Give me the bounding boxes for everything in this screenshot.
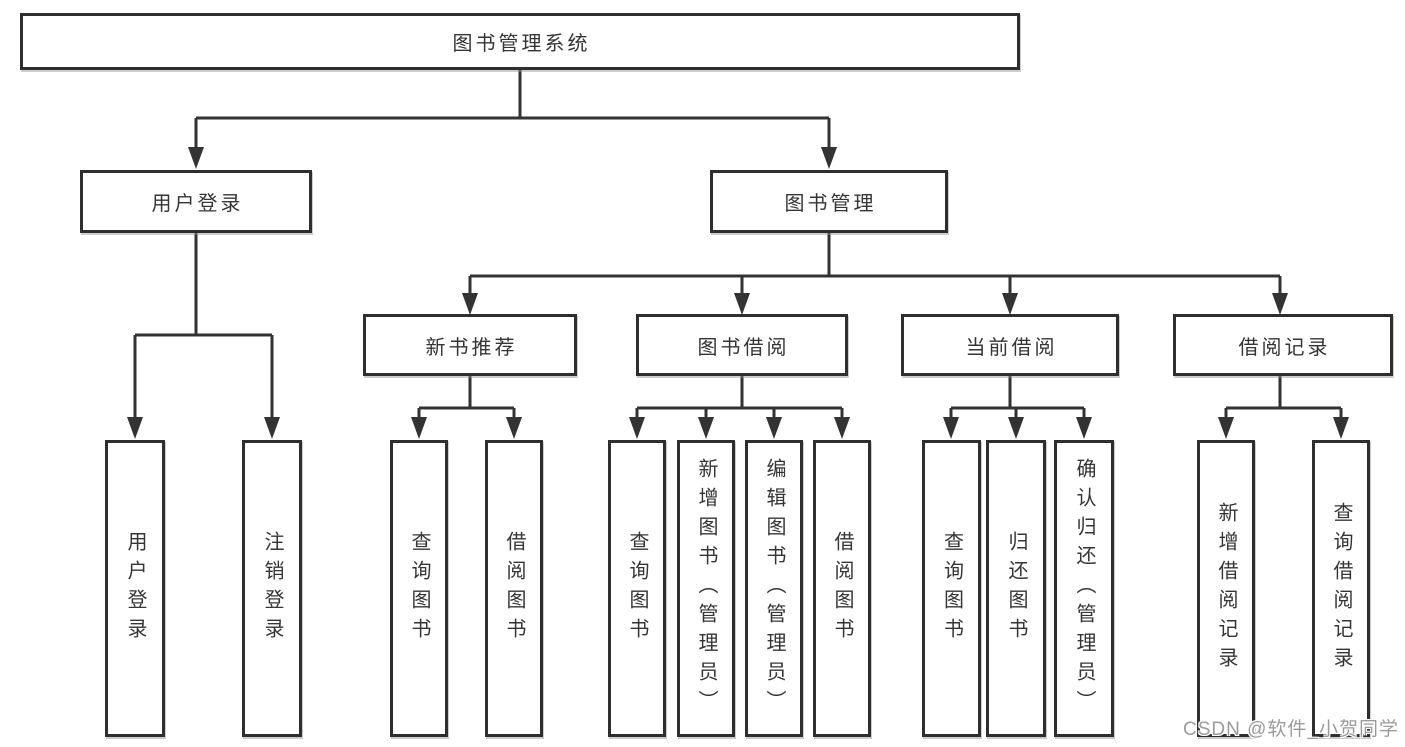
node-label: 查询借阅记录 <box>1330 501 1352 676</box>
leaf-edit-books-admin: 编辑图书（管理员） <box>745 440 803 737</box>
node-label: 查询图书 <box>940 530 963 647</box>
arrowhead-icons <box>127 147 1349 439</box>
node-label: 新增借阅记录 <box>1215 501 1237 676</box>
leaf-borrow-books-recommend: 借阅图书 <box>485 440 543 737</box>
leaf-add-borrow-record: 新增借阅记录 <box>1197 440 1255 737</box>
node-label: 借阅图书 <box>831 530 853 647</box>
node-label: 注销登录 <box>261 530 283 647</box>
leaf-query-books-recommend: 查询图书 <box>390 440 448 737</box>
node-label: 归还图书 <box>1005 530 1027 647</box>
node-new-book-recommend: 新书推荐 <box>363 314 577 376</box>
node-label: 编辑图书（管理员） <box>763 458 785 719</box>
leaf-user-login: 用户登录 <box>105 440 165 737</box>
leaf-query-books-borrow: 查询图书 <box>608 440 666 737</box>
node-label: 新增图书（管理员） <box>695 458 717 719</box>
node-label: 借阅图书 <box>503 530 525 647</box>
node-label: 确认归还（管理员） <box>1073 458 1095 719</box>
node-label: 当前借阅 <box>965 336 1058 359</box>
node-label: 借阅记录 <box>1238 336 1331 359</box>
node-current-borrow: 当前借阅 <box>901 314 1119 376</box>
node-root-system: 图书管理系统 <box>20 13 1020 70</box>
node-label: 图书管理系统 <box>452 33 591 55</box>
node-label: 图书借阅 <box>697 336 790 359</box>
node-label: 查询图书 <box>408 530 430 647</box>
leaf-query-borrow-record: 查询借阅记录 <box>1312 440 1370 737</box>
leaf-borrow-books: 借阅图书 <box>813 440 871 737</box>
node-label: 用户登录 <box>151 193 244 215</box>
node-book-borrow: 图书借阅 <box>636 314 848 376</box>
leaf-confirm-return-admin: 确认归还（管理员） <box>1054 440 1114 737</box>
node-book-management: 图书管理 <box>710 170 948 233</box>
csdn-watermark: CSDN @软件_小贺同学 <box>1183 719 1399 740</box>
node-label: 用户登录 <box>124 530 146 647</box>
node-label: 图书管理 <box>784 193 877 215</box>
node-label: 查询图书 <box>626 530 648 647</box>
node-borrow-record: 借阅记录 <box>1173 314 1393 376</box>
leaf-return-books: 归还图书 <box>986 440 1046 737</box>
node-user-login: 用户登录 <box>80 170 312 233</box>
leaf-logout: 注销登录 <box>242 440 302 737</box>
node-label: 新书推荐 <box>425 336 518 359</box>
leaf-query-books-current: 查询图书 <box>922 440 981 737</box>
leaf-add-books-admin: 新增图书（管理员） <box>677 440 735 737</box>
